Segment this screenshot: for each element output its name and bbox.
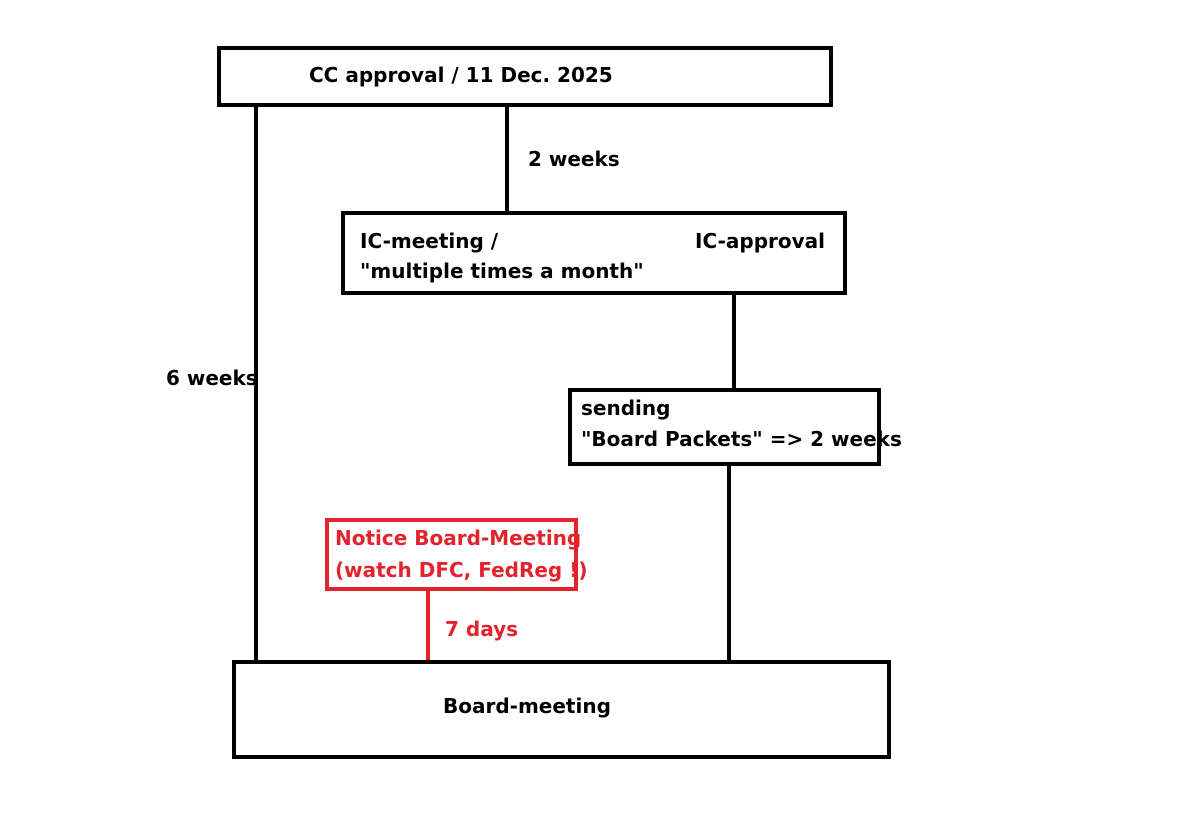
notice-title-label: Notice Board-Meeting	[335, 526, 582, 550]
board-packets-duration-label: "Board Packets" => 2 weeks	[581, 427, 902, 451]
board-meeting-label: Board-meeting	[443, 694, 611, 718]
connector-packets-to-board	[727, 463, 731, 663]
connector-cc-to-ic	[505, 104, 509, 214]
connector-cc-to-board	[254, 104, 258, 662]
board-meeting-box	[232, 660, 891, 759]
notice-board-meeting-box	[325, 518, 578, 591]
edge-label-6-weeks: 6 weeks	[166, 366, 258, 390]
ic-meeting-label: IC-meeting /	[360, 229, 499, 253]
cc-approval-label: CC approval / 11 Dec. 2025	[309, 63, 613, 87]
board-packets-box	[568, 388, 881, 466]
ic-meeting-box	[341, 211, 847, 295]
notice-watch-label: (watch DFC, FedReg !)	[335, 558, 588, 582]
connector-ic-to-packets	[732, 292, 736, 390]
board-packets-sending-label: sending	[581, 396, 671, 420]
cc-approval-box	[217, 46, 833, 107]
connector-notice-to-board	[426, 589, 430, 663]
ic-approval-label: IC-approval	[695, 229, 825, 253]
edge-label-7-days: 7 days	[445, 617, 519, 641]
ic-meeting-frequency-label: "multiple times a month"	[360, 259, 644, 283]
edge-label-2-weeks: 2 weeks	[528, 147, 620, 171]
